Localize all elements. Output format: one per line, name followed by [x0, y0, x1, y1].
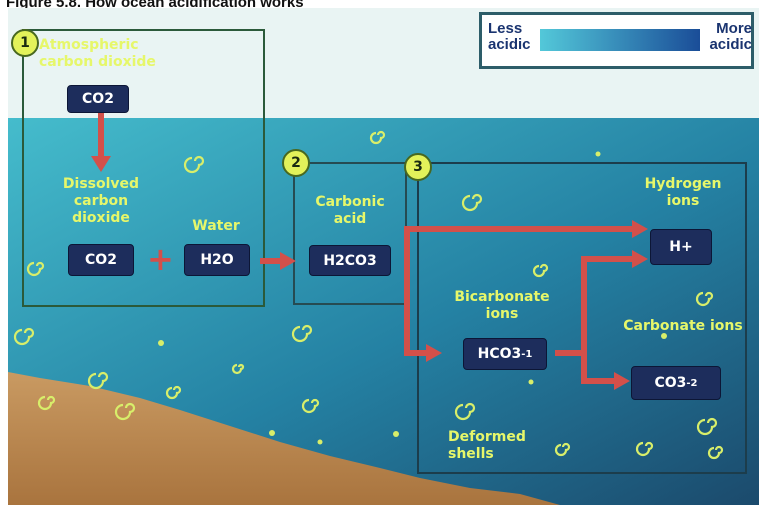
shell-dot [158, 340, 164, 346]
bicarbonate-charge: -1 [521, 348, 533, 360]
shell-dot [317, 439, 323, 445]
step1-box [22, 29, 265, 307]
shell [532, 263, 549, 278]
atmospheric-co2-label: Atmospheric carbon dioxide [39, 37, 156, 70]
carbonate-ions-label: Carbonate ions [623, 318, 743, 334]
shell [454, 402, 476, 421]
arrow-branch-hydrogen [404, 226, 634, 258]
co2-water-box: CO2 [68, 244, 134, 276]
sea-floor [8, 372, 560, 505]
shell-dot [661, 333, 667, 339]
carbonic-acid-label: Carbonic acid [315, 194, 385, 227]
shell-dot [528, 379, 534, 385]
arrow-bicarbonate-to-hydrogen [581, 256, 634, 353]
carbonate-ion-box: CO3-2 [631, 366, 721, 400]
shell-dot [393, 431, 399, 437]
shell [37, 395, 56, 411]
water-label: Water [192, 218, 240, 234]
co2-air-box: CO2 [67, 85, 129, 113]
arrow-branch-bicarbonate [404, 258, 428, 356]
shell [301, 398, 320, 414]
arrowhead-carbonic [280, 252, 296, 270]
arrow-bicarbonate-to-carbonate [555, 350, 616, 384]
shell [165, 385, 182, 400]
shell [707, 445, 724, 460]
shell [291, 324, 313, 343]
shell [635, 441, 654, 457]
arrowhead-hydrogen-top [632, 220, 648, 238]
legend-less-label: Less acidic [488, 20, 531, 53]
shell [114, 402, 136, 421]
shell-dot [269, 430, 275, 436]
shell [26, 261, 45, 277]
step3-box [417, 162, 747, 474]
shell [13, 327, 35, 346]
legend-more-label: More acidic [709, 20, 752, 53]
shell-dot [595, 151, 601, 157]
acidity-legend: Less acidic More acidic [479, 12, 754, 69]
shell [695, 291, 714, 307]
step1-number-badge: 1 [11, 29, 39, 57]
step3-number-badge: 3 [404, 153, 432, 181]
legend-gradient-bar [540, 29, 700, 51]
figure-caption: Figure 5.8. How ocean acidification work… [6, 0, 304, 11]
arrowhead-dissolve [91, 156, 111, 172]
dissolved-co2-label: Dissolved carbon dioxide [62, 176, 140, 226]
shell [696, 417, 718, 436]
arrowhead-bicarbonate [426, 344, 442, 362]
plus-sign-icon: + [147, 240, 174, 278]
shell [231, 363, 245, 375]
deformed-shells-label: Deformed shells [448, 429, 526, 462]
hydrogen-ions-label: Hydrogen ions [644, 176, 722, 209]
shell [87, 371, 109, 390]
bicarbonate-ion-box: HCO3-1 [463, 338, 547, 370]
shell [461, 193, 483, 212]
hydrogen-ion-box: H+ [650, 229, 712, 265]
arrowhead-hydrogen-bottom [632, 250, 648, 268]
carbonate-charge: -2 [686, 377, 698, 389]
bicarbonate-ions-label: Bicarbonate ions [454, 289, 550, 322]
shell [183, 155, 205, 174]
h2o-box: H2O [184, 244, 250, 276]
arrowhead-carbonate [614, 372, 630, 390]
shell [369, 130, 386, 145]
step2-number-badge: 2 [282, 149, 310, 177]
h2co3-box: H2CO3 [309, 245, 391, 276]
bicarbonate-formula: HCO3 [477, 346, 522, 362]
carbonate-formula: CO3 [654, 375, 687, 391]
shell [554, 442, 571, 457]
